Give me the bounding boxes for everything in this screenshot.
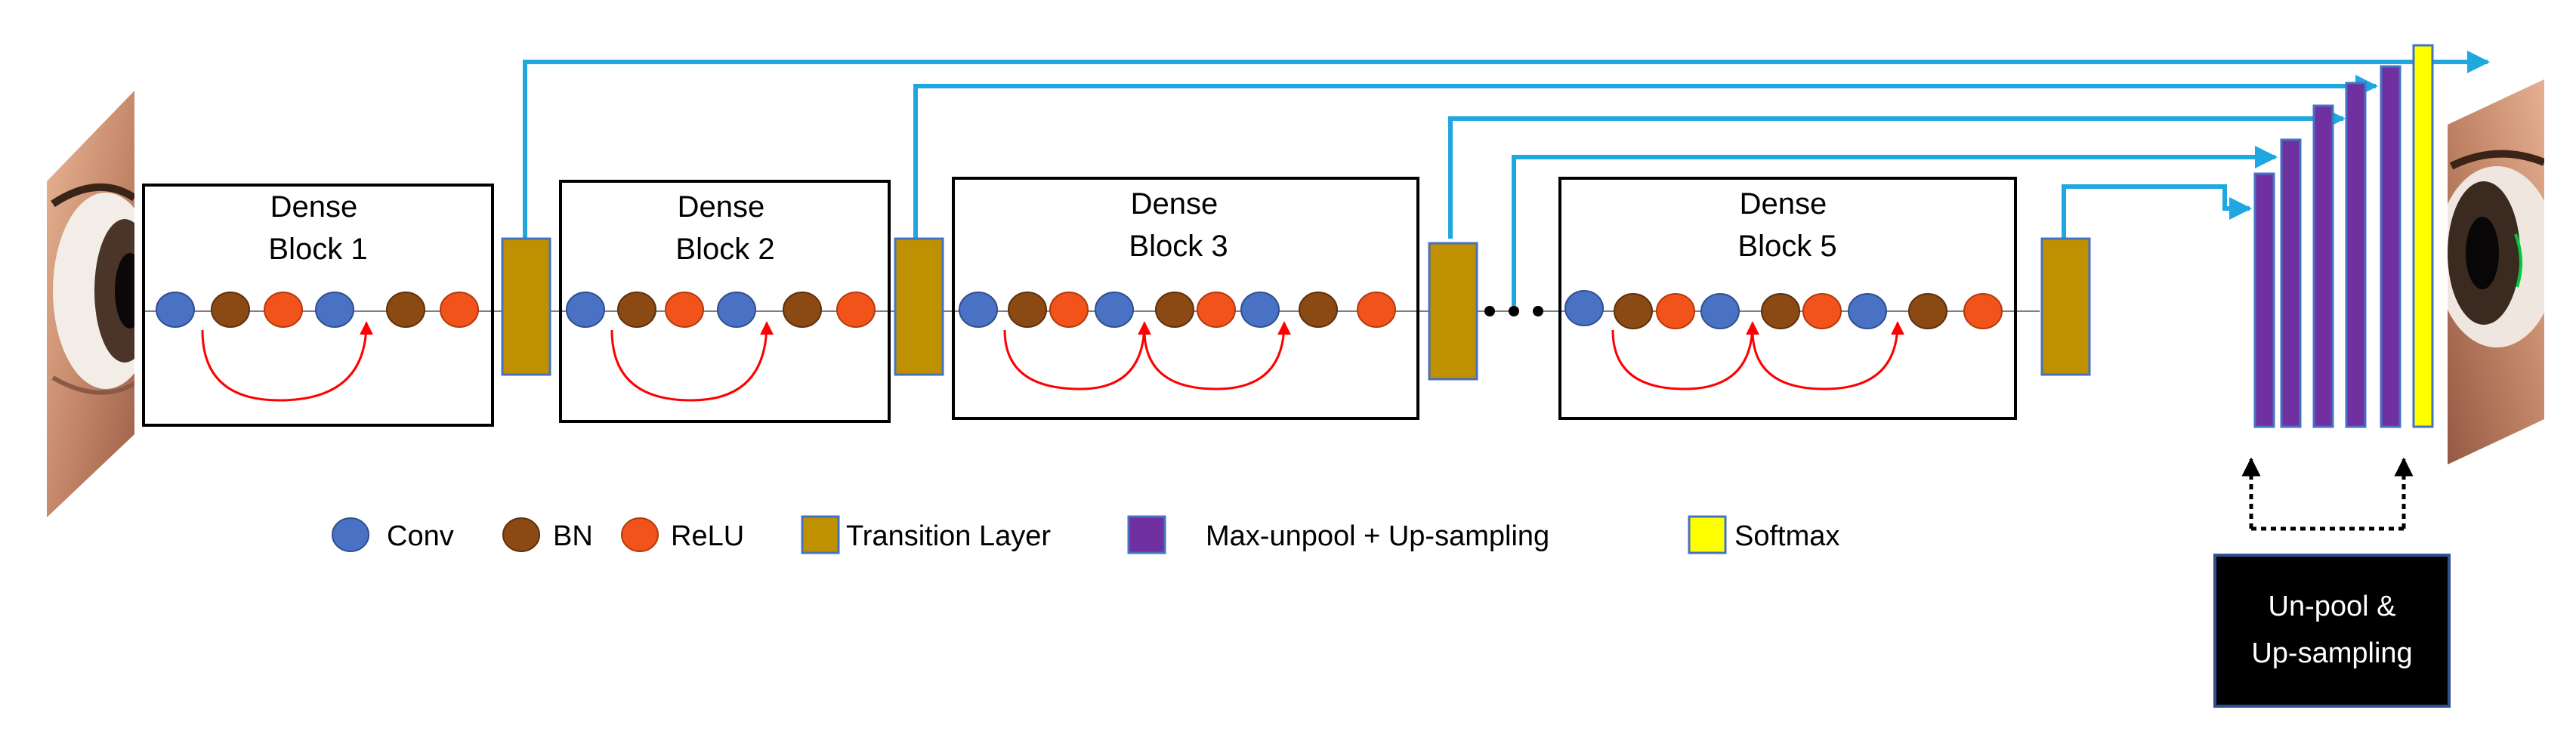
- upsample-bar-3: [2312, 104, 2334, 428]
- relu-node: [440, 292, 479, 328]
- conv-node: [1700, 293, 1740, 329]
- output-eye-image: [2448, 79, 2544, 465]
- upsample-bar-5: [2380, 65, 2401, 428]
- transition-layer-5: [2040, 237, 2091, 376]
- skip-connection-5: [2062, 184, 2252, 239]
- relu-node: [1963, 293, 2003, 329]
- relu-node: [1802, 293, 1842, 329]
- legend-upsample-swatch: [1127, 515, 1166, 554]
- decoder-caption-line2: Up-sampling: [2251, 637, 2412, 669]
- upsample-bar-2: [2280, 138, 2302, 428]
- dense-connection: [201, 321, 373, 402]
- bn-node: [1761, 293, 1800, 329]
- bn-node: [617, 292, 656, 328]
- dense-block-1-title-line2: Block 1: [268, 233, 367, 266]
- dense-connection: [1003, 321, 1151, 390]
- decoder-caption-line1: Un-pool &: [2269, 591, 2396, 622]
- bn-node: [211, 292, 250, 328]
- transition-layer-2: [894, 237, 944, 376]
- legend-conv-swatch: [332, 517, 369, 552]
- legend-transition-label: Transition Layer: [846, 520, 1051, 552]
- dense-block-3-title: Dense Block 3: [1129, 187, 1228, 263]
- transition-layer-1: [501, 237, 551, 376]
- legend-upsample-label: Max-unpool + Up-sampling: [1206, 520, 1549, 552]
- conv-node: [315, 292, 354, 328]
- legend-bn-swatch: [502, 517, 540, 552]
- bn-node: [1614, 293, 1653, 329]
- bn-node: [386, 292, 425, 328]
- dense-block-5-title-line1: Dense: [1740, 187, 1827, 221]
- legend-bn-label: BN: [553, 520, 593, 552]
- skip-connection-3: [1448, 107, 2346, 239]
- dense-block-3-title-line1: Dense: [1131, 187, 1219, 221]
- softmax-bar: [2412, 44, 2434, 428]
- dense-connection: [610, 321, 774, 402]
- conv-node: [1564, 290, 1604, 326]
- conv-node: [717, 292, 756, 328]
- conv-node: [1848, 293, 1887, 329]
- legend-relu-label: ReLU: [671, 520, 744, 552]
- input-eye-image: [47, 91, 134, 517]
- bn-node: [1908, 293, 1947, 329]
- decoder-bracket: [2241, 457, 2414, 531]
- dense-connection: [1751, 321, 1904, 390]
- dense-block-1-title-line1: Dense: [270, 190, 358, 224]
- conv-node: [566, 292, 605, 328]
- decoder-caption-box: Un-pool & Up-sampling: [2213, 554, 2451, 708]
- dense-block-2-title-line1: Dense: [678, 190, 765, 224]
- skip-connections: [523, 51, 2490, 306]
- dense-block-1-title: Dense Block 1: [268, 190, 367, 266]
- ellipsis-dots: [1484, 306, 1543, 316]
- relu-node: [264, 292, 303, 328]
- skip-connection-4: [1512, 146, 2278, 306]
- dense-block-5-title-line2: Block 5: [1737, 230, 1836, 263]
- bn-node: [1155, 292, 1194, 328]
- dense-block-1: Dense Block 1: [142, 184, 494, 427]
- relu-node: [1357, 292, 1396, 328]
- dense-block-2-title-line2: Block 2: [675, 233, 774, 266]
- dense-block-2: Dense Block 2: [559, 180, 891, 423]
- decoder-stack: [2253, 44, 2434, 428]
- bn-node: [1008, 292, 1047, 328]
- legend-softmax-swatch: [1688, 515, 1727, 554]
- skip-connection-1: [523, 51, 2490, 239]
- conv-node: [1095, 292, 1134, 328]
- legend-relu-swatch: [621, 517, 659, 552]
- upsample-bar-4: [2345, 82, 2367, 428]
- conv-node: [156, 292, 195, 328]
- relu-node: [1197, 292, 1236, 328]
- dense-block-2-title: Dense Block 2: [675, 190, 774, 266]
- transition-layer-3: [1428, 242, 1478, 381]
- dense-connection: [1143, 321, 1291, 390]
- relu-node: [665, 292, 704, 328]
- bn-node: [783, 292, 822, 328]
- conv-node: [1240, 292, 1280, 328]
- legend-transition-swatch: [801, 515, 840, 554]
- relu-node: [836, 292, 876, 328]
- dense-connection: [1611, 321, 1759, 390]
- dense-block-3: Dense Block 3: [952, 177, 1419, 420]
- skip-connection-2: [913, 75, 2378, 239]
- legend-softmax-label: Softmax: [1734, 520, 1839, 552]
- conv-node: [959, 292, 998, 328]
- upsample-bar-1: [2253, 172, 2275, 428]
- legend: Conv BN ReLU Transition Layer Max-unpool…: [332, 515, 1839, 554]
- dense-block-3-title-line2: Block 3: [1129, 230, 1228, 263]
- bn-node: [1299, 292, 1338, 328]
- dense-block-5-title: Dense Block 5: [1737, 187, 1836, 263]
- relu-node: [1656, 293, 1695, 329]
- dense-block-5: Dense Block 5: [1558, 177, 2017, 420]
- relu-node: [1049, 292, 1089, 328]
- legend-conv-label: Conv: [387, 520, 454, 552]
